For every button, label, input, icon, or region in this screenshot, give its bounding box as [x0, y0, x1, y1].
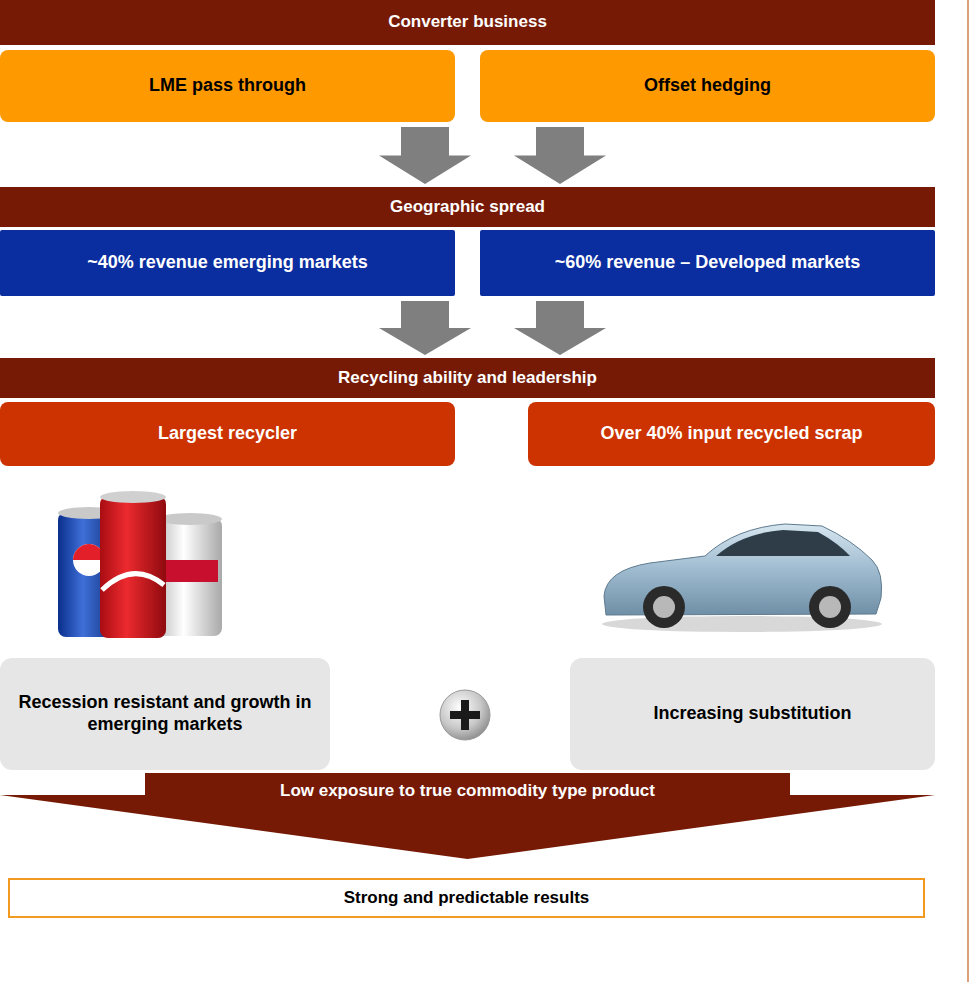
process-box: LME pass through [0, 50, 455, 122]
arrow-shape [0, 773, 935, 859]
node-text: Strong and predictable results [344, 888, 590, 908]
result-box: Strong and predictable results [8, 878, 925, 918]
plus-circle [440, 690, 490, 740]
block-arrow [514, 301, 606, 355]
cans-picture [58, 491, 222, 638]
can-lid [158, 513, 222, 525]
node-text: Geographic spread [390, 197, 545, 217]
arrow-text-area: Low exposure to true commodity type prod… [145, 773, 790, 809]
node-text: Increasing substitution [653, 703, 851, 725]
node-text: LME pass through [149, 75, 306, 97]
block-arrow [379, 301, 471, 355]
process-box: Largest recycler [0, 402, 455, 466]
car-rim [819, 596, 841, 618]
summary-arrow: Low exposure to true commodity type prod… [0, 773, 935, 859]
node-text: Recession resistant and growth in emergi… [14, 692, 316, 735]
can-lid [100, 491, 166, 503]
section-band: Converter business [0, 0, 935, 45]
block-arrow [514, 127, 606, 184]
can-band [162, 560, 218, 582]
car-picture [602, 524, 882, 632]
node-text: Offset hedging [644, 75, 771, 97]
can [158, 518, 222, 636]
node-text: Largest recycler [158, 423, 297, 445]
node-text: Recycling ability and leadership [338, 368, 597, 388]
benefit-box: Increasing substitution [570, 658, 935, 770]
car-wheel [643, 586, 685, 628]
node-text: Converter business [388, 12, 547, 32]
car-rim [653, 596, 675, 618]
slide-border [967, 0, 969, 982]
node-text: Over 40% input recycled scrap [600, 423, 862, 445]
process-box: Over 40% input recycled scrap [528, 402, 935, 466]
can [100, 496, 166, 638]
process-box: ~60% revenue – Developed markets [480, 230, 935, 296]
node-text: ~40% revenue emerging markets [87, 252, 368, 274]
can-ribbon [102, 574, 164, 590]
plus-bar [450, 711, 480, 719]
node-text: Low exposure to true commodity type prod… [280, 781, 655, 801]
node-text: ~60% revenue – Developed markets [555, 252, 861, 274]
car-wheel [809, 586, 851, 628]
process-box: Offset hedging [480, 50, 935, 122]
plus-symbol [440, 690, 490, 740]
section-band: Recycling ability and leadership [0, 358, 935, 398]
section-band: Geographic spread [0, 187, 935, 227]
benefit-box: Recession resistant and growth in emergi… [0, 658, 330, 770]
car-window [716, 530, 850, 556]
process-box: ~40% revenue emerging markets [0, 230, 455, 296]
block-arrow [379, 127, 471, 184]
